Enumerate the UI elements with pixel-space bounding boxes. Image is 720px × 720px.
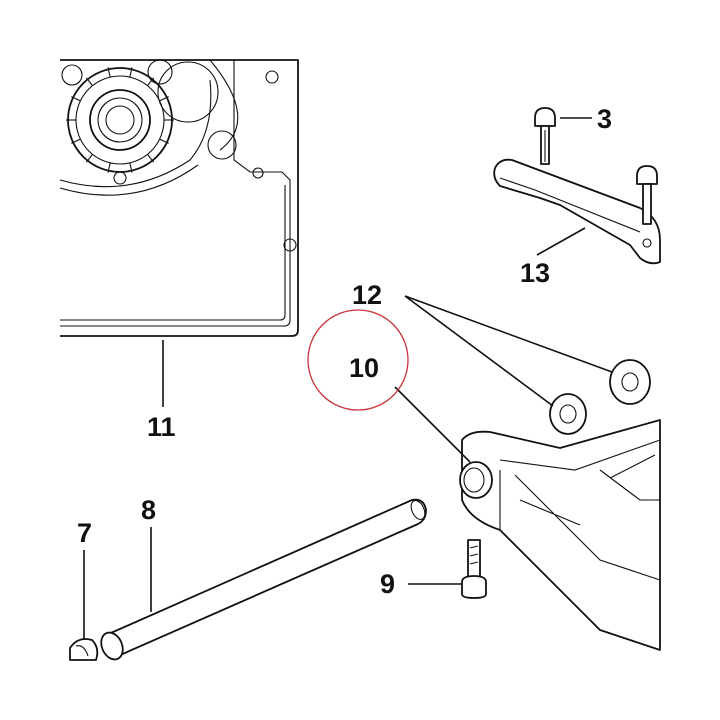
sprocket-tooth	[129, 162, 133, 173]
sprocket-tooth	[129, 67, 133, 78]
sprocket-teeth	[66, 67, 174, 173]
sprocket-tooth	[107, 67, 111, 78]
washer-12a	[549, 393, 587, 435]
swingarm	[459, 419, 661, 651]
callout-8: 8	[141, 495, 156, 525]
sprocket-tooth	[159, 96, 169, 102]
sprocket-tooth	[71, 96, 81, 102]
sprocket-tooth	[85, 154, 93, 163]
sprocket-tooth	[147, 77, 155, 86]
sprocket-tooth	[107, 162, 111, 173]
callout-9: 9	[380, 569, 395, 599]
callout-13: 13	[520, 258, 550, 288]
sprocket-tooth	[85, 77, 93, 86]
screw-3a	[534, 107, 556, 165]
chain-guide	[493, 158, 661, 265]
bolt-9	[461, 539, 487, 599]
callout-7: 7	[77, 518, 92, 548]
sprocket-tooth	[159, 138, 169, 144]
pivot-shaft	[100, 498, 427, 661]
callout-12: 12	[352, 280, 382, 310]
leader-lines	[83, 117, 613, 640]
callout-3: 3	[597, 104, 612, 134]
highlight-circle	[307, 309, 409, 411]
sprocket-tooth	[71, 138, 81, 144]
callout-10: 10	[349, 353, 379, 383]
screw-3b	[636, 165, 658, 225]
washer-12b	[609, 359, 651, 405]
callout-11: 11	[147, 412, 176, 442]
nut	[69, 638, 99, 661]
engine-case-cover	[59, 59, 299, 337]
sprocket-tooth	[147, 154, 155, 163]
